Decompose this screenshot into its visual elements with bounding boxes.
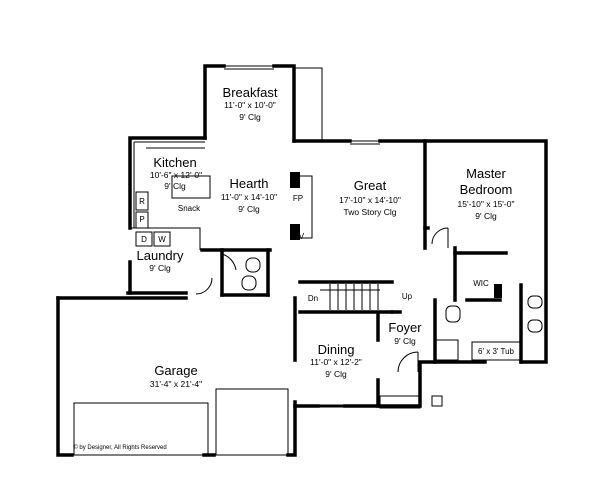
thick-walls (56, 64, 548, 457)
hearth-name: Hearth (229, 176, 269, 191)
thin-walls (73, 65, 543, 456)
dining-ceiling: 9' Clg (325, 369, 347, 379)
garage-size: 31'-4" x 21'-4" (149, 379, 203, 389)
laundry-ceiling: 9' Clg (149, 263, 171, 273)
master-ceiling: 9' Clg (475, 211, 497, 221)
snack-label: Snack (177, 204, 201, 213)
washer-label: W (158, 235, 166, 244)
foyer-name: Foyer (388, 320, 422, 335)
kitchen-ceiling: 9' Clg (164, 181, 186, 191)
master-name-2: Bedroom (459, 182, 513, 197)
stair-down-label: Dn (307, 294, 319, 303)
dining-name: Dining (317, 342, 355, 357)
master-size: 15'-10" x 15'-0" (457, 199, 515, 209)
range-label: R (139, 197, 145, 206)
great-size: 17'-10" x 14'-10" (339, 195, 401, 205)
master-name: Master (466, 166, 506, 181)
fireplace-label: FP (292, 194, 304, 203)
breakfast-size: 11'-0" x 10'-0" (224, 100, 276, 110)
tv-label: TV (293, 232, 305, 241)
great-ceiling: Two Story Clg (343, 207, 397, 217)
copyright-text: © by Designer, All Rights Reserved (73, 445, 167, 451)
pantry-label: P (139, 215, 145, 224)
garage-name: Garage (154, 363, 198, 378)
breakfast-name: Breakfast (222, 85, 278, 100)
stair-up-label: Up (401, 292, 413, 301)
dining-size: 11'-0" x 12'-2" (310, 357, 362, 367)
laundry-name: Laundry (136, 248, 184, 263)
great-name: Great (353, 178, 387, 193)
tub-label: 6' x 3' Tub (478, 347, 514, 356)
hearth-size: 11'-0" x 14'-10" (220, 192, 278, 202)
kitchen-size: 10'-6" x 12'-0" (149, 170, 203, 180)
breakfast-ceiling: 9' Clg (239, 112, 261, 122)
wic-label: WIC (473, 279, 489, 288)
solid-marks (290, 172, 502, 298)
dryer-label: D (141, 235, 147, 244)
kitchen-name: Kitchen (153, 155, 197, 170)
hearth-ceiling: 9' Clg (238, 204, 260, 214)
foyer-ceiling: 9' Clg (394, 336, 416, 346)
